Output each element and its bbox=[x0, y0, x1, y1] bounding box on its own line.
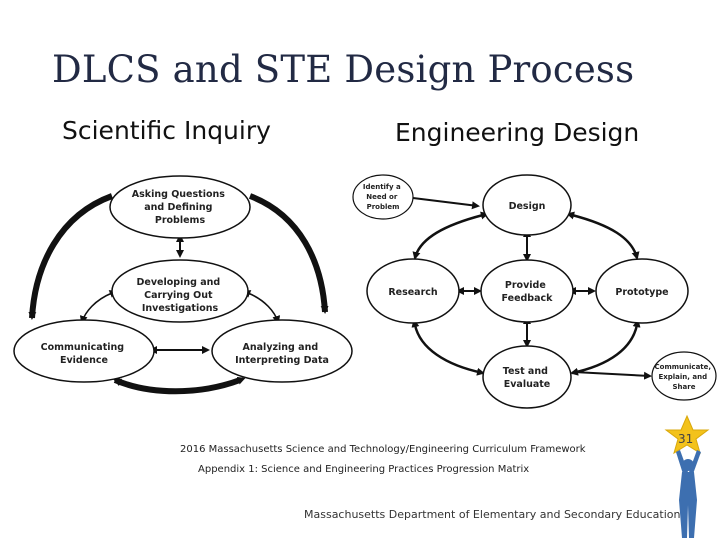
page-title: DLCS and STE Design Process bbox=[52, 48, 635, 91]
communicate-share-label: Communicate, Explain, and Share bbox=[655, 363, 714, 391]
identify-need-label: Identify a Need or Problem bbox=[363, 183, 403, 211]
provide-feedback-node bbox=[480, 259, 574, 323]
arrow-developing-to-analyzing bbox=[242, 290, 281, 324]
analyzing-data-label: Analyzing and Interpreting Data bbox=[235, 342, 329, 366]
citation-line-1: 2016 Massachusetts Science and Technolog… bbox=[180, 444, 586, 455]
communicating-evidence-node bbox=[13, 319, 155, 383]
page-number: 31 bbox=[678, 432, 694, 446]
prototype-node bbox=[595, 258, 689, 324]
arrow-identify-to-design bbox=[412, 197, 480, 210]
arrow-design-to-research bbox=[412, 211, 489, 260]
engineering-design-diagram: Identify a Need or Problem Design Resear… bbox=[352, 174, 717, 409]
arrow-developing-to-communicating bbox=[79, 290, 118, 324]
research-label: Research bbox=[388, 287, 438, 298]
asking-questions-label: Asking Questions and Defining Problems bbox=[132, 189, 228, 226]
test-evaluate-label: Test and Evaluate bbox=[503, 366, 551, 390]
prototype-label: Prototype bbox=[615, 287, 668, 298]
arrow-research-to-test bbox=[411, 319, 485, 376]
footer-text: Massachusetts Department of Elementary a… bbox=[304, 508, 681, 521]
arrow-design-to-prototype bbox=[566, 211, 640, 260]
identify-need-node bbox=[352, 174, 414, 220]
developing-investigations-label: Developing and Carrying Out Investigatio… bbox=[137, 277, 224, 314]
research-node bbox=[366, 258, 460, 324]
citation-line-2: Appendix 1: Science and Engineering Prac… bbox=[198, 464, 530, 475]
test-evaluate-node bbox=[482, 345, 572, 409]
scientific-inquiry-diagram: Asking Questions and Defining Problems D… bbox=[13, 175, 353, 395]
person-raising-star-icon bbox=[664, 414, 710, 538]
arrow-asking-to-analyzing bbox=[248, 193, 329, 314]
design-node bbox=[482, 174, 572, 236]
arrow-asking-to-communicating bbox=[28, 193, 114, 320]
analyzing-data-node bbox=[211, 319, 353, 383]
communicating-evidence-label: Communicating Evidence bbox=[41, 342, 128, 366]
asking-questions-node bbox=[109, 175, 251, 239]
communicate-share-node bbox=[651, 351, 717, 401]
arrow-test-to-communicate bbox=[573, 371, 652, 380]
developing-investigations-node bbox=[111, 259, 249, 323]
provide-feedback-label: Provide Feedback bbox=[502, 280, 554, 304]
arrow-prototype-to-test bbox=[570, 319, 641, 376]
engineering-design-heading: Engineering Design bbox=[395, 118, 640, 147]
design-label: Design bbox=[509, 201, 546, 212]
arrow-analyzing-to-communicating bbox=[113, 376, 246, 395]
scientific-inquiry-heading: Scientific Inquiry bbox=[62, 116, 271, 145]
